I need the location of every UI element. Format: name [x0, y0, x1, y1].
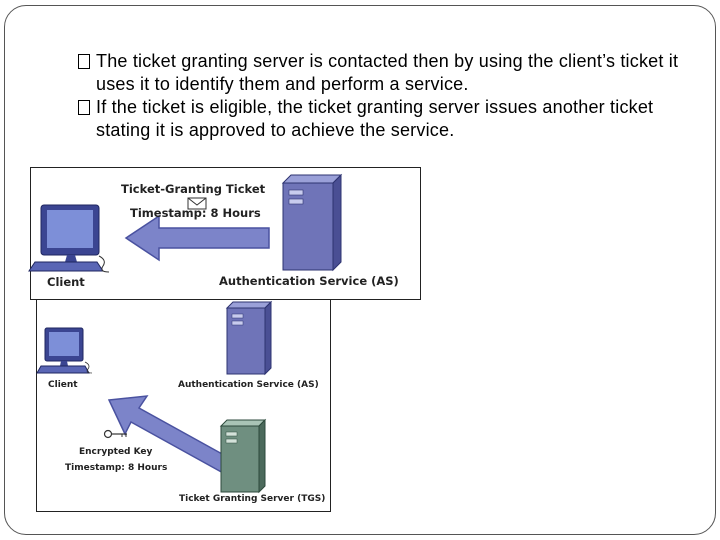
client-to-tgs-diagram: Client Authentication Service (AS) Encry… — [36, 299, 331, 512]
computer-icon — [28, 204, 110, 273]
as-to-client-graphic — [28, 173, 343, 273]
bullet-item: If the ticket is eligible, the ticket gr… — [78, 96, 698, 142]
as-label: Authentication Service (AS) — [178, 380, 319, 390]
encrypted-key-label: Encrypted Key — [79, 447, 153, 457]
client-label: Client — [47, 275, 85, 289]
timestamp-label: Timestamp: 8 Hours — [130, 206, 261, 220]
bullet-box-icon — [78, 100, 90, 115]
arrow-left — [124, 214, 270, 262]
client-label: Client — [48, 380, 78, 390]
envelope-icon — [187, 197, 207, 210]
bullet-text: The ticket granting server is contacted … — [96, 51, 679, 94]
computer-icon — [36, 327, 93, 374]
bullet-list: The ticket granting server is contacted … — [78, 50, 698, 142]
client-to-tgs-graphic — [36, 300, 273, 494]
timestamp-label: Timestamp: 8 Hours — [65, 463, 168, 473]
bullet-text: If the ticket is eligible, the ticket gr… — [96, 97, 654, 140]
bullet-item: The ticket granting server is contacted … — [78, 50, 698, 96]
as-to-client-diagram: Ticket-Granting Ticket Timestamp: 8 Hour… — [28, 167, 421, 300]
key-icon — [103, 429, 127, 439]
tgs-label: Ticket Granting Server (TGS) — [179, 494, 326, 504]
server-icon — [281, 173, 343, 272]
server-icon — [219, 418, 267, 494]
ticket-label: Ticket-Granting Ticket — [121, 182, 266, 196]
server-icon — [225, 300, 273, 376]
as-label: Authentication Service (AS) — [219, 274, 399, 288]
bullet-box-icon — [78, 54, 90, 69]
